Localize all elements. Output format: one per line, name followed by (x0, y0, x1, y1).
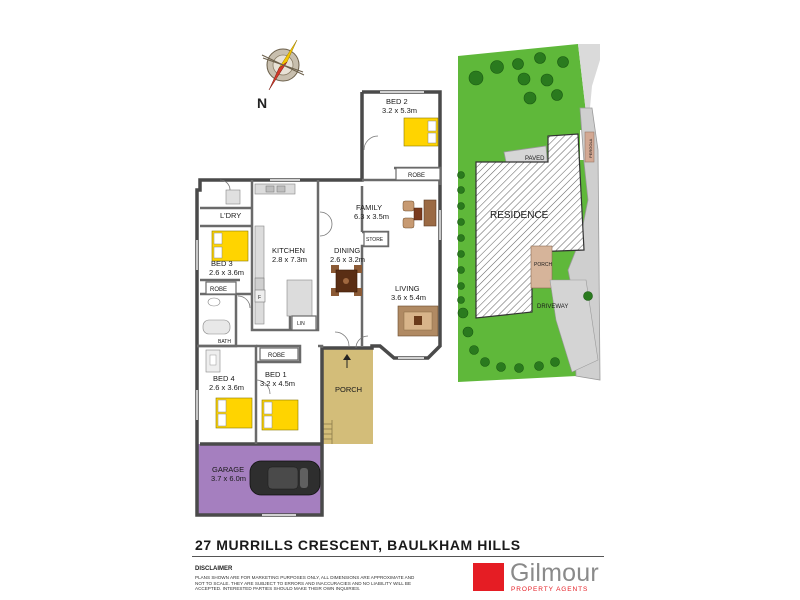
brand-logo-icon (473, 563, 504, 591)
label-linen: LIN (297, 321, 305, 327)
label-robe-bed2: ROBE (408, 173, 425, 179)
windows (196, 91, 441, 516)
site-plan (457, 44, 601, 382)
site-label-paved: PAVED (525, 156, 545, 162)
sink-bowl-icon (276, 185, 286, 193)
brand-tagline: PROPERTY AGENTS (511, 586, 589, 593)
label-kitchen: KITCHEN (272, 246, 305, 255)
label-garage: GARAGE (212, 465, 244, 474)
entry-arrow-icon (343, 354, 351, 360)
label-laundry: L'DRY (220, 211, 241, 220)
label-kitchen-dims: 2.8 x 7.3m (272, 255, 307, 264)
fridge-icon (254, 289, 266, 303)
label-bed1: BED 1 (265, 370, 287, 379)
compass-north-label: N (257, 95, 267, 111)
bed2-bed-icon (403, 117, 439, 147)
robe-bed1-box (259, 347, 299, 361)
bed1-bed-icon (261, 399, 299, 431)
label-bed2-dims: 3.2 x 5.3m (382, 106, 417, 115)
living-lounge-icon (397, 305, 439, 337)
toilet-icon (207, 297, 221, 307)
bathtub-icon (202, 319, 231, 335)
bed4-bed-icon (215, 397, 253, 429)
label-living-dims: 3.6 x 5.4m (391, 293, 426, 302)
label-family-dims: 6.3 x 3.5m (354, 212, 389, 221)
kitchen-sink (254, 183, 296, 195)
label-family: FAMILY (356, 203, 382, 212)
robe-bed3-box (205, 281, 237, 295)
car-icon (249, 460, 321, 496)
site-label-driveway: DRIVEWAY (537, 304, 568, 310)
laundry-tub-icon (225, 189, 241, 205)
kitchen-bench (254, 225, 265, 325)
compass-icon (261, 39, 305, 91)
property-address: 27 MURRILLS CRESCENT, BAULKHAM HILLS (195, 537, 521, 553)
site-label-pergola: PERGOLA (588, 138, 593, 158)
sink-bowl-icon (265, 185, 275, 193)
label-bed4: BED 4 (213, 374, 235, 383)
label-living: LIVING (395, 284, 420, 293)
store-box (363, 231, 389, 247)
label-fridge: F (258, 295, 261, 301)
linen-box (291, 315, 317, 331)
label-porch: PORCH (335, 385, 362, 394)
bed3-bed-icon (211, 230, 249, 262)
dining-table-icon (331, 265, 362, 296)
label-bed3: BED 3 (211, 259, 233, 268)
vanity-icon (209, 354, 217, 366)
disclaimer-text: Plans shown are for marketing purposes o… (195, 575, 415, 592)
label-bed1-dims: 3.2 x 4.5m (260, 379, 295, 388)
label-bed4-dims: 2.6 x 3.6m (209, 383, 244, 392)
label-bed2: BED 2 (386, 97, 408, 106)
kitchen-island (286, 279, 313, 317)
label-garage-dims: 3.7 x 6.0m (211, 474, 246, 483)
site-label-porch: PORCH (534, 262, 552, 268)
door-swings (219, 135, 379, 395)
family-sofa-icon (402, 199, 437, 229)
brand-name: Gilmour (510, 559, 599, 587)
label-bath: BATH (218, 339, 231, 345)
label-robe-bed1: ROBE (268, 353, 285, 359)
label-bed3-dims: 2.6 x 3.6m (209, 268, 244, 277)
label-store: STORE (366, 237, 384, 243)
label-robe-bed3: ROBE (210, 287, 227, 293)
label-dining: DINING (334, 246, 360, 255)
disclaimer-title: DISCLAIMER (195, 566, 233, 572)
site-label-residence: RESIDENCE (490, 210, 549, 221)
label-dining-dims: 2.6 x 3.2m (330, 255, 365, 264)
divider (192, 556, 604, 557)
robe-bed2-box (395, 167, 441, 181)
